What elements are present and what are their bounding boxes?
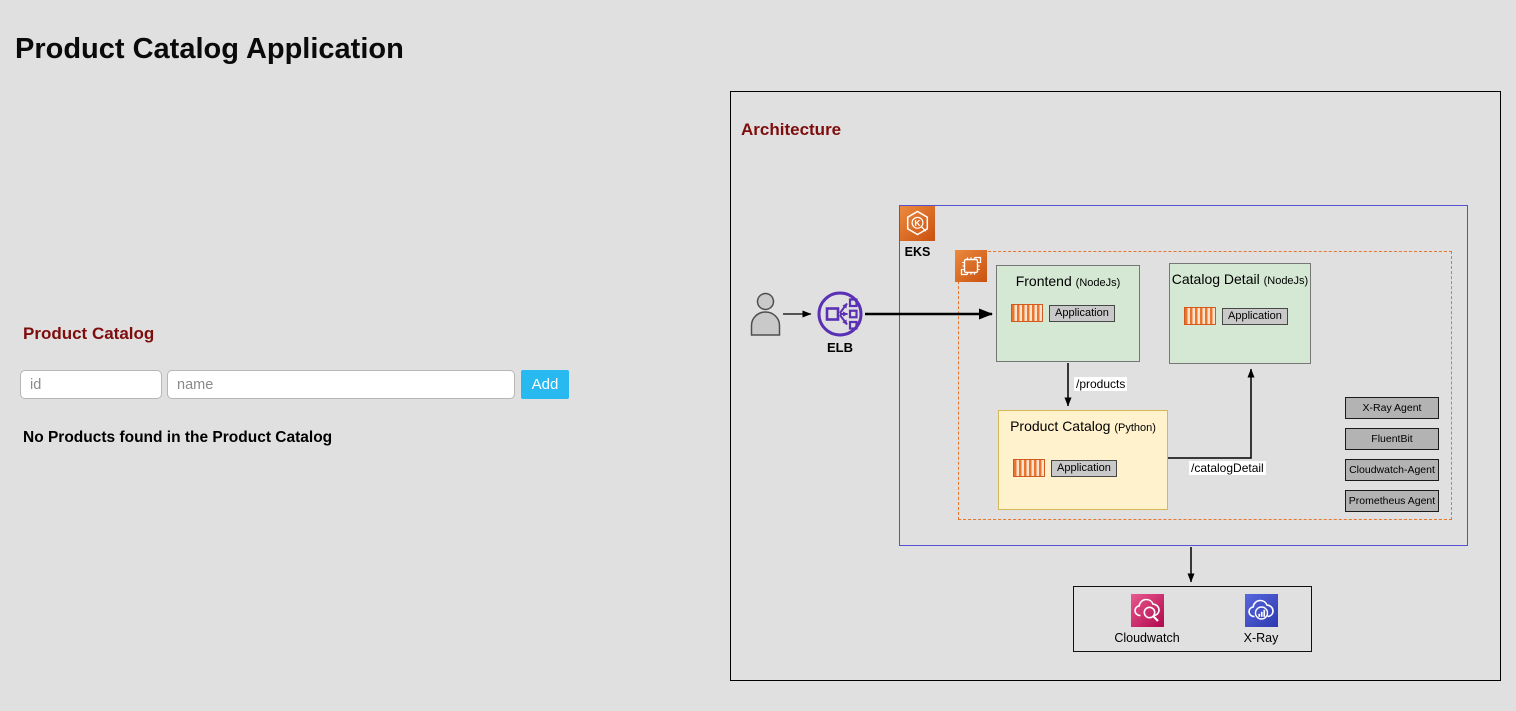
user-icon (750, 292, 781, 336)
application-badge: Application (1051, 459, 1117, 477)
compute-chip-icon (955, 250, 987, 282)
cloudwatch-label: Cloudwatch (1114, 631, 1180, 645)
cloudwatch-group: Cloudwatch (1114, 594, 1180, 645)
product-catalog-title: Product Catalog (1010, 418, 1111, 434)
monitoring-box: Cloudwatch X-Ray (1073, 586, 1312, 652)
catalog-detail-edge-label: /catalogDetail (1189, 461, 1266, 475)
architecture-heading: Architecture (741, 120, 842, 139)
container-icon (1013, 459, 1045, 477)
xray-agent-box: X-Ray Agent (1345, 397, 1439, 419)
xray-label: X-Ray (1243, 631, 1279, 645)
load-balancer-icon (817, 291, 863, 337)
container-icon (1011, 304, 1043, 322)
application-badge: Application (1049, 304, 1115, 322)
product-catalog-node: Product Catalog (Python) Application (998, 410, 1168, 510)
eks-label: EKS (904, 245, 931, 259)
catalog-detail-node: Catalog Detail (NodeJs) Application (1169, 263, 1311, 364)
container-icon (1184, 307, 1216, 325)
frontend-title: Frontend (1015, 273, 1072, 289)
frontend-node: Frontend (NodeJs) Application (996, 265, 1140, 362)
xray-group: X-Ray (1228, 594, 1294, 645)
page-title: Product Catalog Application (15, 33, 404, 65)
product-catalog-runtime: (Python) (1114, 422, 1156, 434)
eks-cluster-box (899, 205, 1468, 546)
application-badge: Application (1222, 307, 1288, 325)
catalog-detail-runtime: (NodeJs) (1263, 275, 1309, 287)
product-id-input[interactable] (20, 370, 162, 399)
compute-dashed-box (958, 251, 1452, 520)
frontend-runtime: (NodeJs) (1075, 277, 1121, 289)
architecture-panel: Architecture K EKS (730, 91, 1501, 681)
cloudwatch-cloud-magnifier-icon (1130, 594, 1164, 627)
add-button[interactable]: Add (521, 370, 569, 399)
cloudwatch-agent-box: Cloudwatch-Agent (1345, 459, 1439, 481)
empty-catalog-message: No Products found in the Product Catalog (23, 429, 333, 446)
prometheus-agent-box: Prometheus Agent (1345, 490, 1439, 512)
eks-kubernetes-icon: K (900, 206, 935, 241)
product-name-input[interactable] (167, 370, 515, 399)
product-catalog-heading: Product Catalog (23, 324, 155, 343)
elb-label: ELB (827, 340, 853, 355)
xray-cloud-chart-icon (1244, 594, 1278, 627)
catalog-detail-title: Catalog Detail (1171, 271, 1260, 287)
products-edge-label: /products (1074, 377, 1128, 391)
svg-text:K: K (914, 218, 921, 228)
fluentbit-box: FluentBit (1345, 428, 1439, 450)
